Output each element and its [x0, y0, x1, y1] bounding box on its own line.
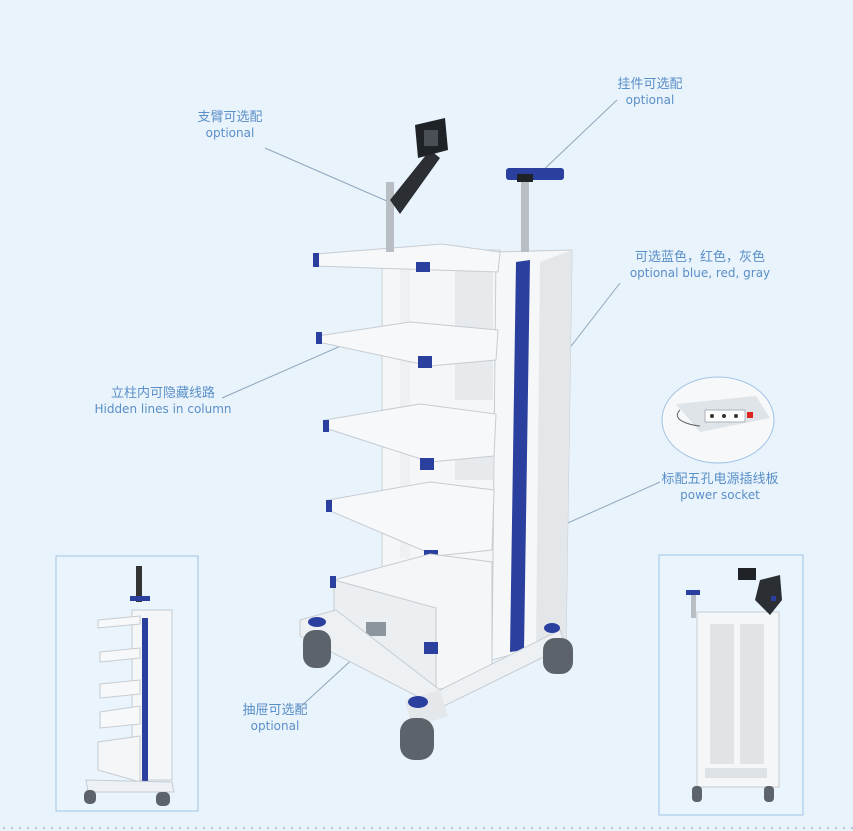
wheel-front: [400, 696, 434, 760]
bottom-dotted-divider: [0, 825, 853, 831]
wheel-front-left: [303, 617, 331, 668]
label-hanger-optional: 挂件可选配 optional: [592, 77, 708, 108]
label-drawer-en: optional: [250, 719, 300, 734]
label-hanger-zh: 挂件可选配: [617, 77, 683, 92]
label-arm-optional: 支臂可选配 optional: [172, 110, 288, 141]
label-drawer-zh: 抽屉可选配: [242, 703, 308, 718]
side-column: [491, 249, 573, 661]
wheel-rear-right: [543, 623, 573, 674]
label-hidden-lines: 立柱内可隐藏线路 Hidden lines in column: [78, 386, 248, 417]
label-color-zh: 可选蓝色，红色，灰色: [634, 250, 765, 265]
drawer-lock-icon: [366, 622, 386, 636]
label-arm-zh: 支臂可选配: [197, 110, 263, 125]
label-power-socket: 标配五孔电源插线板 power socket: [640, 472, 800, 503]
power-socket-inset: [661, 376, 775, 464]
label-drawer-optional: 抽屉可选配 optional: [222, 703, 328, 734]
label-hanger-en: optional: [625, 93, 675, 108]
label-socket-zh: 标配五孔电源插线板: [661, 472, 779, 487]
left-inset-cart: [55, 555, 199, 812]
wheels: [303, 617, 573, 760]
hanger-pole: [506, 168, 564, 252]
label-hidden-lines-zh: 立柱内可隐藏线路: [110, 386, 215, 401]
monitor-arm: [386, 118, 448, 252]
shelves: [313, 243, 501, 562]
right-inset-cart: [658, 554, 804, 816]
label-socket-en: power socket: [680, 488, 760, 503]
label-color-en: optional blue, red, gray: [629, 266, 771, 281]
label-color-options: 可选蓝色，红色，灰色 optional blue, red, gray: [610, 250, 790, 281]
label-arm-en: optional: [205, 126, 255, 141]
label-hidden-lines-en: Hidden lines in column: [94, 402, 232, 417]
